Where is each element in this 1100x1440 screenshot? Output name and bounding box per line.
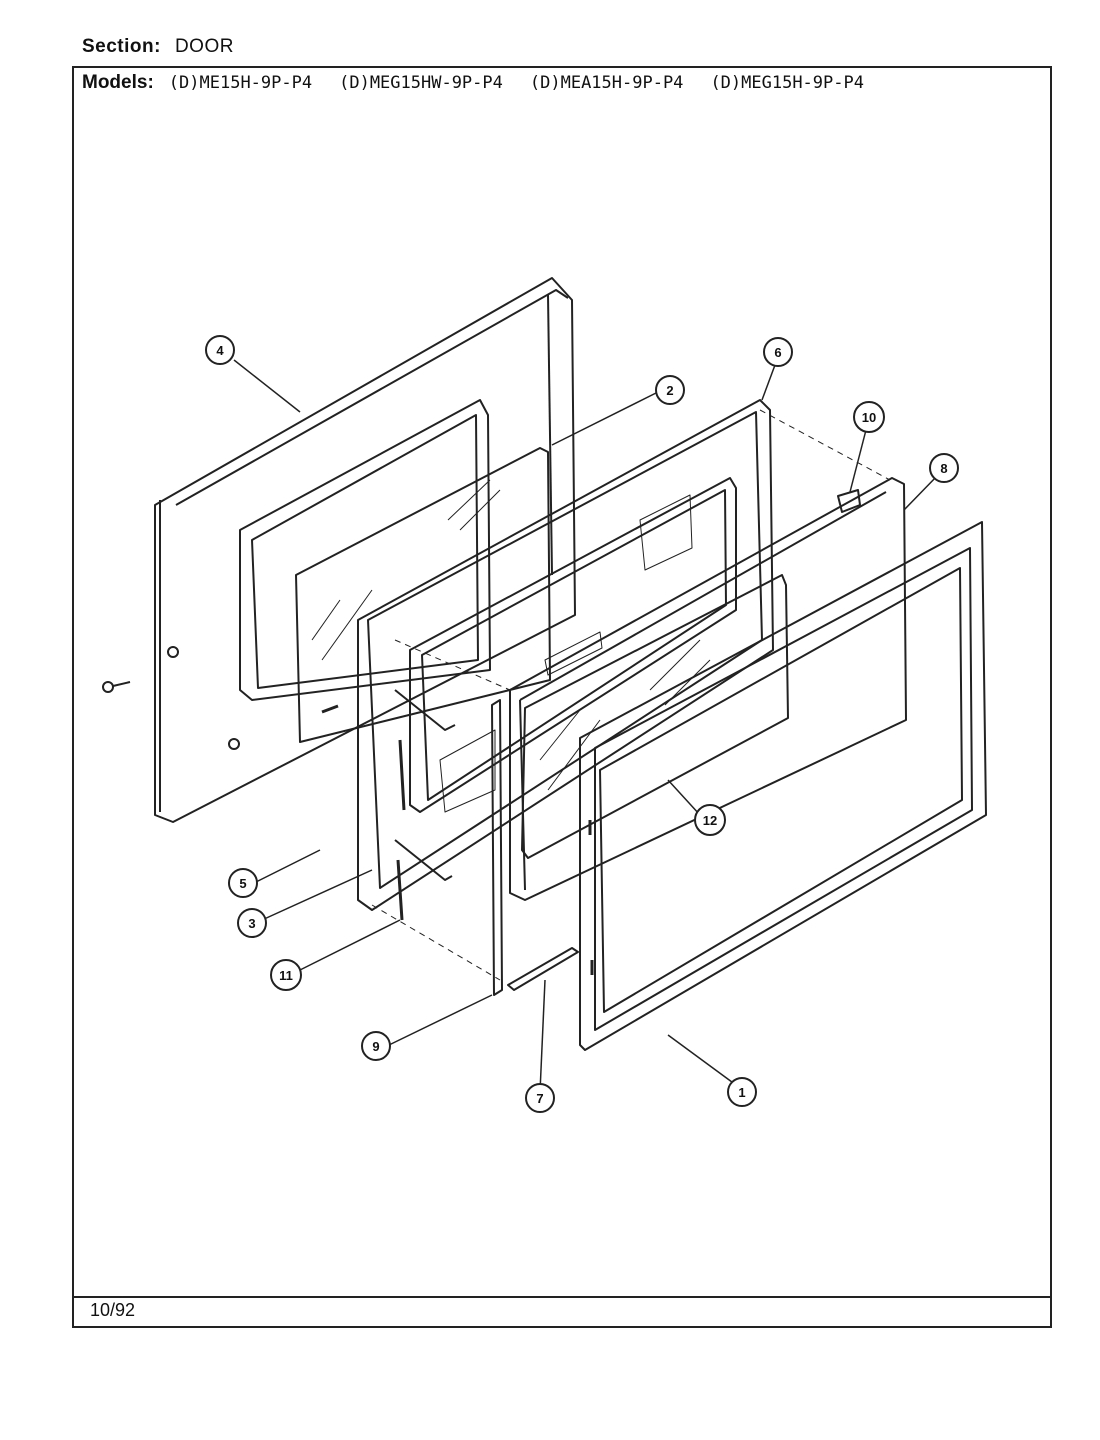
callout-10: 10 <box>853 401 885 433</box>
leader-lines <box>233 359 939 1093</box>
door-screw <box>102 681 131 693</box>
callout-5: 5 <box>228 868 258 898</box>
callout-7: 7 <box>525 1083 555 1113</box>
callout-4: 4 <box>205 335 235 365</box>
model-4: (D)MEG15H-9P-P4 <box>710 73 864 93</box>
section-label: Section: <box>82 36 161 57</box>
callout-9: 9 <box>361 1031 391 1061</box>
callout-12: 12 <box>694 804 726 836</box>
inner-glass-rear <box>295 447 551 743</box>
callout-6: 6 <box>763 337 793 367</box>
callout-2-label: 2 <box>666 383 673 398</box>
footer-date: 10/92 <box>90 1300 136 1320</box>
callout-10-label: 10 <box>862 410 876 425</box>
front-frame <box>579 521 987 1051</box>
callout-11: 11 <box>270 959 302 991</box>
callout-7-label: 7 <box>536 1091 543 1106</box>
models-label: Models: <box>82 72 154 93</box>
callout-3-label: 3 <box>248 916 255 931</box>
callout-12-label: 12 <box>703 813 717 828</box>
callout-3: 3 <box>237 908 267 938</box>
bottom-strip <box>507 947 579 991</box>
diagram-frame <box>72 66 1052 1328</box>
window-glass <box>521 574 789 859</box>
callout-1: 1 <box>727 1077 757 1107</box>
model-2: (D)MEG15HW-9P-P4 <box>339 73 503 93</box>
callout-5-label: 5 <box>239 876 246 891</box>
callout-9-label: 9 <box>372 1039 379 1054</box>
callout-11-label: 11 <box>279 968 293 983</box>
models-line: Models: (D)ME15H-9P-P4 (D)MEG15HW-9P-P4 … <box>82 72 886 94</box>
footer-divider <box>72 1296 1052 1298</box>
callout-8-label: 8 <box>940 461 947 476</box>
section-title: Section: DOOR <box>82 36 234 58</box>
callout-8: 8 <box>929 453 959 483</box>
callout-2: 2 <box>655 375 685 405</box>
model-1: (D)ME15H-9P-P4 <box>168 73 313 93</box>
callout-1-label: 1 <box>738 1085 745 1100</box>
callout-4-label: 4 <box>216 343 224 358</box>
side-channel <box>491 699 503 996</box>
alignment-lines <box>371 409 891 981</box>
section-value: DOOR <box>174 36 234 57</box>
outer-door-panel <box>154 277 576 823</box>
callout-6-label: 6 <box>774 345 781 360</box>
model-3: (D)MEA15H-9P-P4 <box>529 73 684 93</box>
